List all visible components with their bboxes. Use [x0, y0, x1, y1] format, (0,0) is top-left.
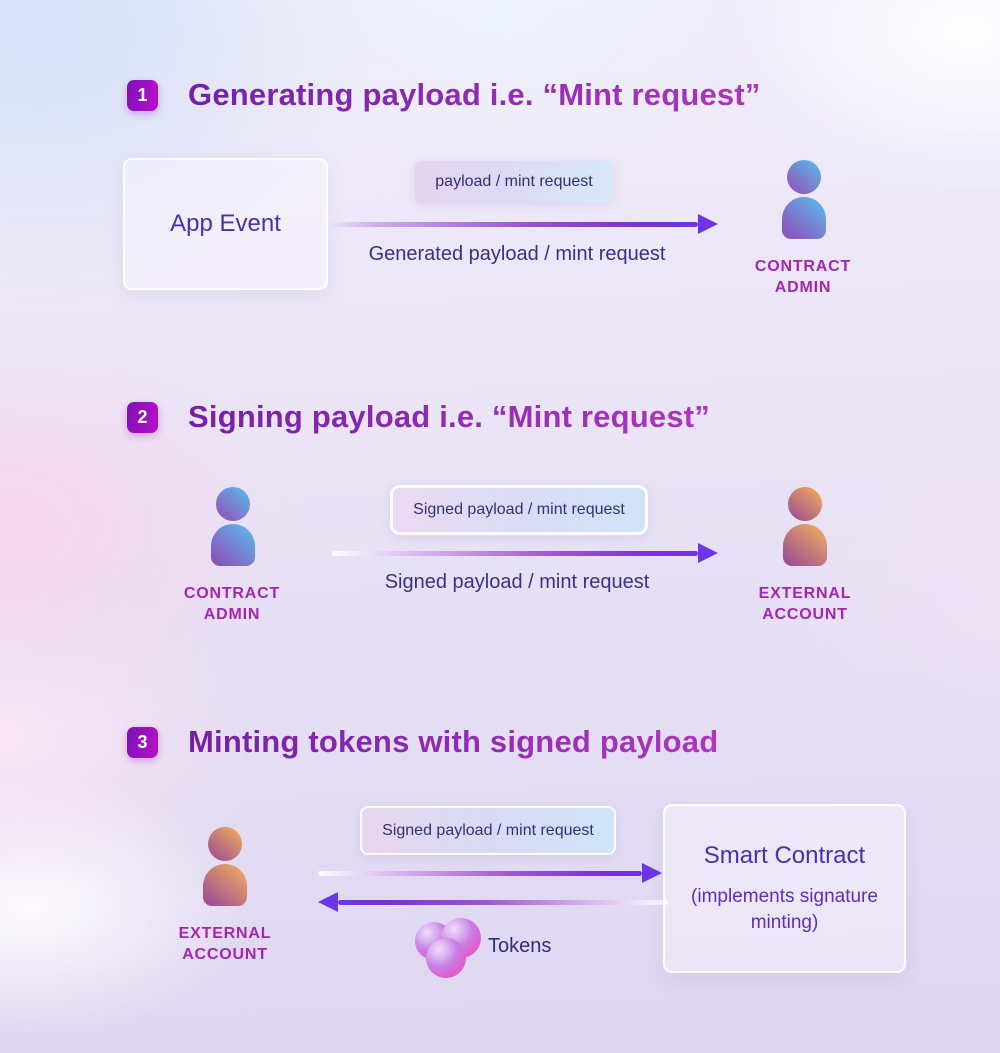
person-head-icon	[788, 487, 822, 521]
step-1-badge: 1	[127, 80, 158, 111]
arrow-step1-line	[330, 222, 698, 227]
external-account-icon-step2	[777, 487, 833, 566]
arrow-step3-return-line	[338, 900, 668, 905]
person-head-icon	[787, 160, 821, 194]
arrow-step1-label: Generated payload / mint request	[368, 243, 666, 265]
app-event-box: App Event	[123, 158, 328, 290]
external-account-label-step2: EXTERNAL ACCOUNT	[735, 583, 875, 625]
label-line2: ADMIN	[774, 279, 832, 296]
person-body-icon	[782, 197, 826, 239]
arrow-step2-head-icon	[698, 543, 718, 563]
label-line1: EXTERNAL	[178, 925, 272, 942]
payload-chip-step2-label: Signed payload / mint request	[413, 501, 625, 518]
step-3-title: Minting tokens with signed payload	[188, 724, 719, 759]
tokens-label: Tokens	[488, 935, 552, 957]
smart-contract-title: Smart Contract	[703, 841, 866, 869]
arrow-step3-forward-line	[318, 871, 642, 876]
payload-chip-step3-label: Signed payload / mint request	[382, 821, 594, 839]
label-line1: CONTRACT	[754, 258, 852, 275]
contract-admin-icon-step2	[205, 487, 261, 566]
arrow-step2-label: Signed payload / mint request	[384, 571, 650, 593]
label-line1: CONTRACT	[183, 585, 281, 602]
arrow-step3-forward-head-icon	[642, 863, 662, 883]
person-body-icon	[783, 524, 827, 566]
person-head-icon	[208, 827, 242, 861]
app-event-label: App Event	[170, 210, 281, 237]
step-3-badge: 3	[127, 727, 158, 758]
contract-admin-icon	[776, 160, 832, 239]
smart-contract-box: Smart Contract (implements signature min…	[663, 804, 906, 973]
token-sphere-icon	[426, 938, 466, 978]
contract-admin-label-step2: CONTRACT ADMIN	[162, 583, 302, 625]
label-line2: ADMIN	[203, 606, 261, 623]
person-body-icon	[203, 864, 247, 906]
arrow-step2-line	[332, 551, 698, 556]
external-account-label-step3: EXTERNAL ACCOUNT	[155, 923, 295, 965]
payload-chip-step3: Signed payload / mint request	[360, 806, 616, 855]
tokens-icon	[413, 916, 485, 978]
arrow-step1-head-icon	[698, 214, 718, 234]
external-account-icon-step3	[197, 827, 253, 906]
step-2-title: Signing payload i.e. “Mint request”	[188, 399, 710, 434]
payload-chip-step1: payload / mint request	[415, 161, 613, 203]
label-line1: EXTERNAL	[758, 585, 852, 602]
payload-chip-step1-label: payload / mint request	[435, 173, 593, 190]
person-head-icon	[216, 487, 250, 521]
step-2-badge: 2	[127, 402, 158, 433]
person-body-icon	[211, 524, 255, 566]
label-line2: ACCOUNT	[762, 606, 848, 623]
payload-chip-step2: Signed payload / mint request	[390, 485, 648, 535]
label-line2: ACCOUNT	[182, 946, 268, 963]
arrow-step3-return-head-icon	[318, 892, 338, 912]
contract-admin-label-step1: CONTRACT ADMIN	[733, 256, 873, 298]
smart-contract-subtitle: (implements signature minting)	[691, 885, 878, 933]
step-1-title: Generating payload i.e. “Mint request”	[188, 77, 761, 112]
